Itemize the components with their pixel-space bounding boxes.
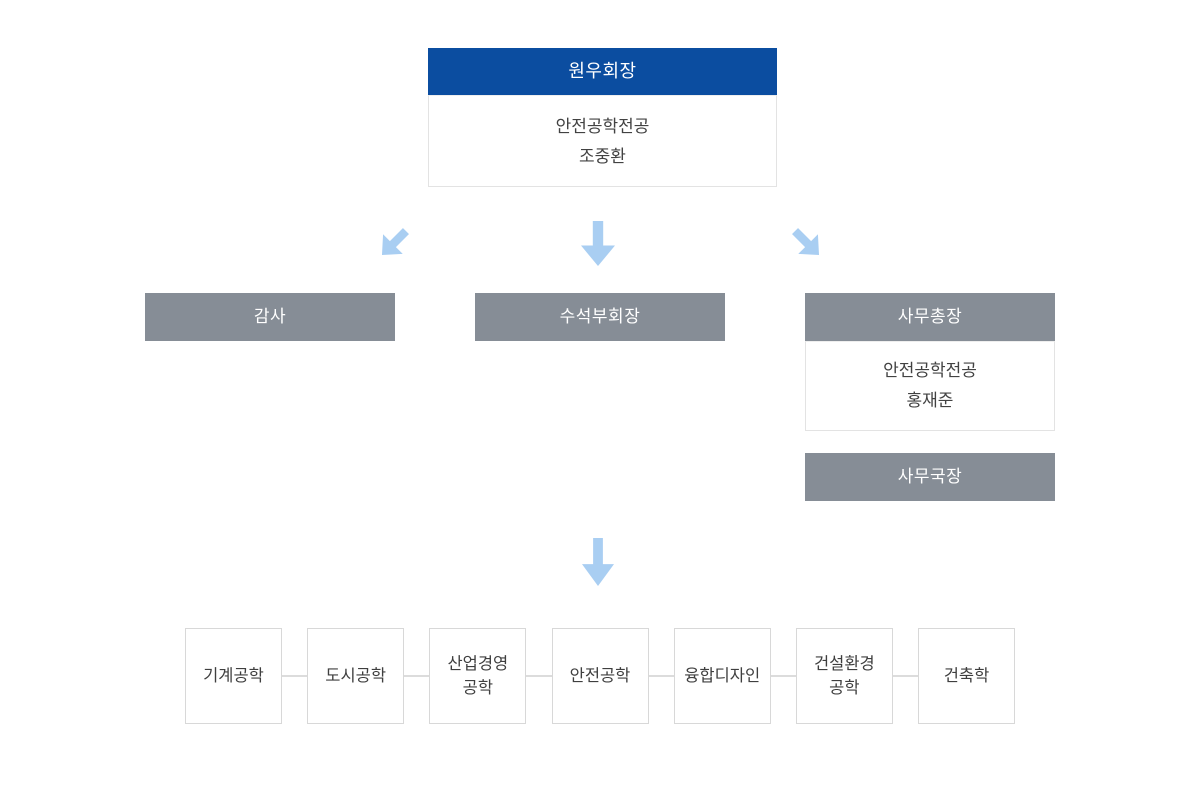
- secretary-general-details: 안전공학전공 홍재준: [805, 341, 1055, 431]
- department-label: 기계공학: [203, 667, 264, 685]
- auditor-node: 감사: [145, 293, 395, 341]
- arrow-down-right-icon: [786, 222, 828, 264]
- secretary-general-dept: 안전공학전공: [883, 361, 977, 380]
- connector-line: [404, 675, 430, 677]
- president-title: 원우회장: [428, 48, 777, 95]
- connector-line: [282, 675, 308, 677]
- department-label: 도시공학: [325, 667, 387, 685]
- secretary-general-node: 사무총장: [805, 293, 1055, 341]
- department-box: 안전공학: [551, 628, 649, 724]
- department-box: 기계공학: [185, 628, 282, 724]
- connector-line: [892, 675, 919, 677]
- president-node: 원우회장 안전공학전공 조중환: [428, 48, 777, 187]
- president-name: 조중환: [579, 147, 626, 166]
- office-director-node: 사무국장: [805, 453, 1055, 501]
- connector-line: [770, 675, 796, 677]
- department-box: 융합디자인: [673, 628, 771, 724]
- president-details: 안전공학전공 조중환: [428, 95, 777, 187]
- connector-line: [526, 675, 552, 677]
- connector-line: [648, 675, 674, 677]
- department-box: 건축학: [918, 628, 1016, 724]
- department-label: 건설환경 공학: [813, 655, 875, 697]
- department-label: 안전공학: [569, 667, 631, 685]
- department-label: 산업경영 공학: [447, 655, 509, 697]
- arrow-down-icon: [582, 538, 614, 586]
- department-box: 건설환경 공학: [795, 628, 893, 724]
- senior-vice-president-node: 수석부회장: [475, 293, 725, 341]
- secretary-general-name: 홍재준: [906, 391, 954, 410]
- department-label: 융합디자인: [684, 667, 761, 685]
- department-label: 건축학: [943, 667, 990, 685]
- department-box: 산업경영 공학: [429, 628, 527, 724]
- arrow-down-icon: [581, 221, 615, 266]
- president-dept: 안전공학전공: [555, 117, 650, 136]
- department-box: 도시공학: [307, 628, 405, 724]
- department-row: 기계공학 도시공학 산업경영 공학 안전공학 융합디자인 건설환경 공학 건축학: [185, 627, 1016, 725]
- arrow-down-left-icon: [373, 222, 415, 264]
